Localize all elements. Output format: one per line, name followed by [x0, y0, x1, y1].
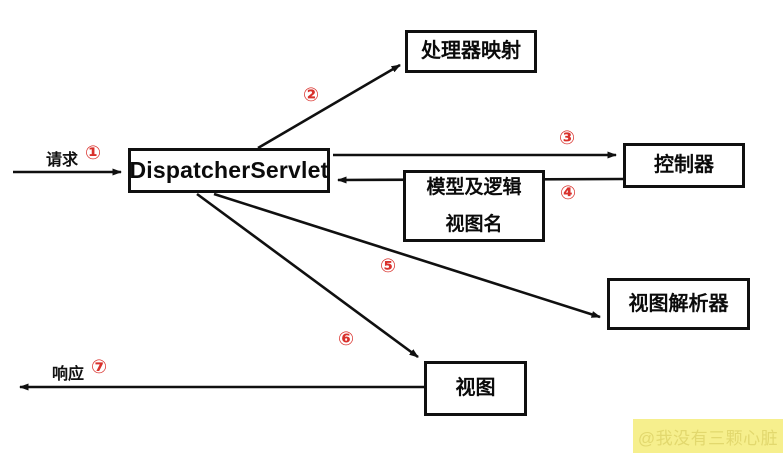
- arrow-step2-to-handler-mapping: [257, 63, 401, 150]
- node-model-and-logical-view-name: 模型及逻辑 视图名: [403, 170, 545, 242]
- arrow-step6-to-view: [196, 192, 419, 359]
- step-7-badge: ⑦: [91, 356, 108, 378]
- step-2-badge: ②: [303, 84, 320, 106]
- node-view: 视图: [424, 361, 527, 416]
- node-view-resolver: 视图解析器: [607, 278, 750, 330]
- step-5-badge: ⑤: [380, 255, 397, 277]
- request-label: 请求: [46, 152, 79, 169]
- arrow-step5-to-view-resolver: [213, 192, 601, 319]
- node-dispatcher-servlet: DispatcherServlet: [128, 148, 330, 193]
- watermark-badge: @我没有三颗心脏: [633, 419, 783, 453]
- step-6-badge: ⑥: [338, 328, 355, 350]
- node-controller: 控制器: [623, 143, 745, 188]
- response-label: 响应: [52, 366, 85, 383]
- step-4-badge: ④: [560, 182, 577, 204]
- node-handler-mapping: 处理器映射: [405, 30, 537, 73]
- step-1-badge: ①: [85, 142, 102, 164]
- step-3-badge: ③: [559, 127, 576, 149]
